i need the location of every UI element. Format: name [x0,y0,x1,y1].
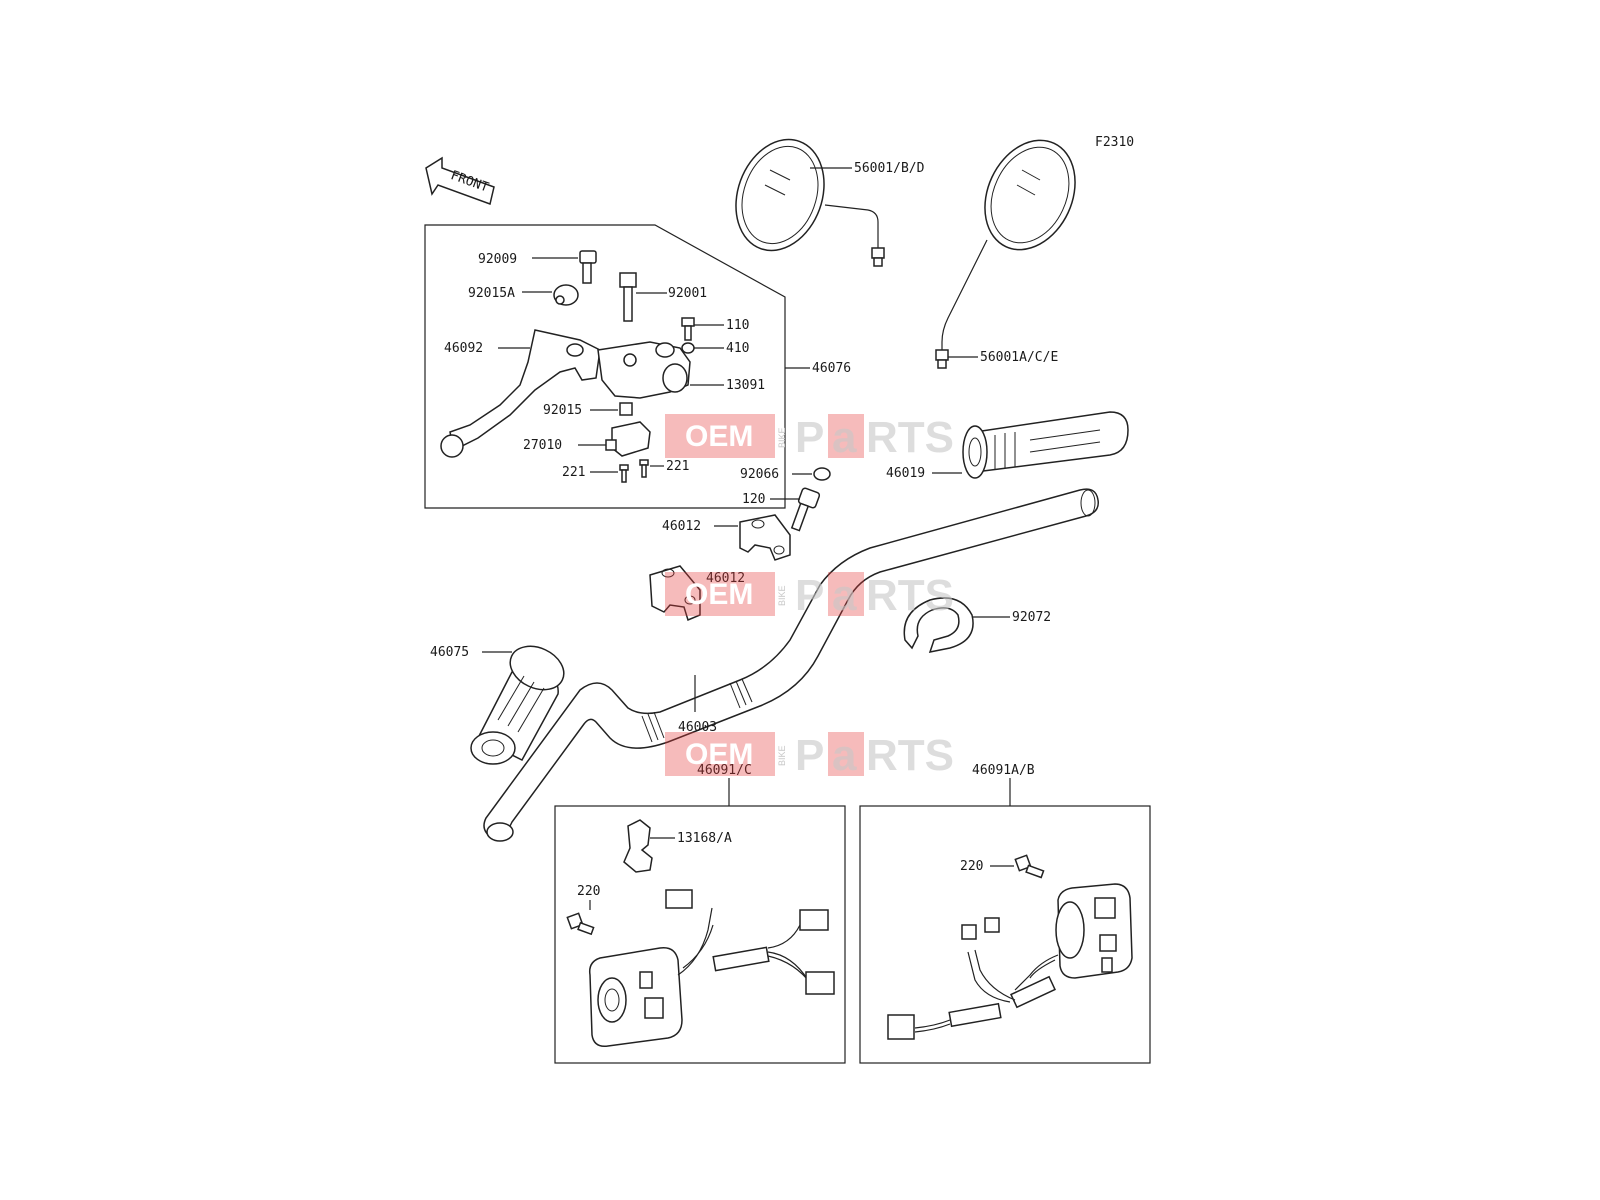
label-13091: 13091 [726,378,765,393]
switch-box-right [859,805,1151,1064]
label-92001: 92001 [668,286,707,301]
front-arrow-icon: FRONT [425,156,495,205]
label-92072: 92072 [1012,610,1051,625]
svg-text:BIKE: BIKE [777,427,787,448]
bolt-92001-icon [619,272,637,322]
label-110: 110 [726,318,749,333]
label-46076: 46076 [812,361,851,376]
screw-220-right-icon [1014,854,1045,879]
screw-220-left-icon [566,912,595,936]
svg-text:a: a [832,571,857,620]
svg-text:P: P [795,731,824,780]
label-46075: 46075 [430,645,469,660]
label-221-right: 221 [666,459,689,474]
svg-text:P: P [795,571,824,620]
nut-92015a-icon [553,284,579,306]
figure-code: F2310 [1095,135,1134,150]
lever-holder-13091-icon [597,341,691,399]
label-120: 120 [742,492,765,507]
svg-text:BIKE: BIKE [777,585,787,606]
watermark-1: OEM BIKE P a RTS [665,413,954,462]
washer-92066-icon [813,467,831,481]
watermark-2: OEM BIKE P a RTS [665,571,954,620]
svg-text:RTS: RTS [866,731,954,780]
svg-text:a: a [832,413,857,462]
label-46092: 46092 [444,341,483,356]
grip-left-46075-icon [470,645,565,765]
clip-13168a-icon [623,819,653,873]
label-46012-upper: 46012 [662,519,701,534]
switch-box-left [554,805,846,1064]
svg-text:P: P [795,413,824,462]
label-220-right: 220 [960,859,983,874]
label-220-left: 220 [577,884,600,899]
switch-housing-right-icon [887,883,1133,1040]
handlebar-46003-icon [483,488,1099,842]
label-46019: 46019 [886,466,925,481]
label-410: 410 [726,341,749,356]
screw-221-left-icon [619,464,629,483]
switch-housing-left-icon [588,889,835,1048]
label-92009: 92009 [478,252,517,267]
washer-410-icon [681,342,695,354]
screw-110-icon [681,317,695,341]
label-92015a: 92015A [468,286,515,301]
label-56001a-c-e: 56001A/C/E [980,350,1058,365]
mirror-left-icon [735,138,885,267]
svg-text:BIKE: BIKE [777,745,787,766]
label-46091-c: 46091/C [697,763,752,778]
svg-text:RTS: RTS [866,571,954,620]
clutch-lever-46092-icon [440,329,601,458]
label-27010: 27010 [523,438,562,453]
grip-right-46019-icon [962,411,1129,479]
screw-221-right-icon [639,459,649,478]
svg-text:OEM: OEM [685,578,753,611]
label-46091a-b: 46091A/B [972,763,1035,778]
label-46003: 46003 [678,720,717,735]
lever-assembly-box [424,224,786,509]
clamp-upper-46012-icon [739,514,791,561]
svg-text:a: a [832,731,857,780]
label-221-left: 221 [562,465,585,480]
svg-text:RTS: RTS [866,413,954,462]
watermark-3: OEM BIKE P a RTS [665,731,954,780]
nut-92015-icon [619,402,633,416]
label-13168a: 13168/A [677,831,732,846]
svg-text:OEM: OEM [685,738,753,771]
mirror-right-icon [935,139,1076,369]
label-56001-b-d: 56001/B/D [854,161,925,176]
label-92066: 92066 [740,467,779,482]
bolt-120-icon [790,487,821,532]
clamp-band-92072-icon [903,597,974,653]
bolt-92009-icon [579,250,597,284]
svg-text:OEM: OEM [685,420,753,453]
label-92015: 92015 [543,403,582,418]
label-46012-lower: 46012 [706,571,745,586]
switch-27010-icon [605,421,651,457]
clamp-lower-46012-icon [649,565,701,622]
